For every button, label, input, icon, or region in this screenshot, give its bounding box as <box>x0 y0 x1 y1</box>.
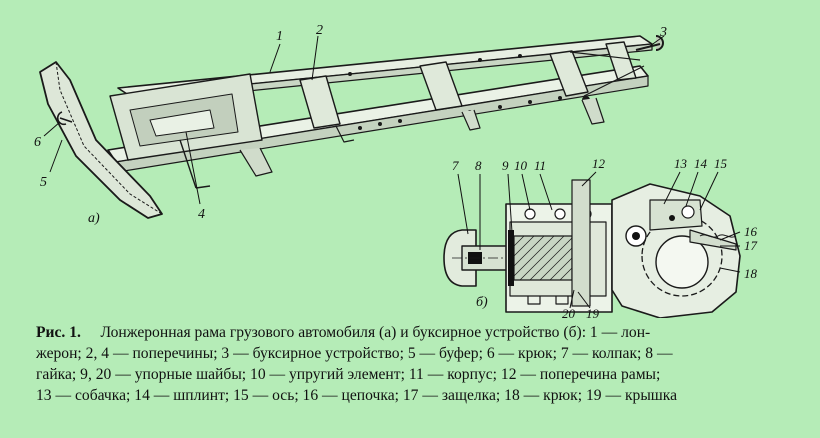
label-20: 20 <box>562 306 576 318</box>
label-8: 8 <box>475 158 482 173</box>
figure-caption: Рис. 1. Лонжеронная рама грузового автом… <box>36 322 788 406</box>
label-19: 19 <box>586 306 600 318</box>
towing-device-drawing <box>443 179 741 318</box>
label-6: 6 <box>34 135 41 150</box>
caption-line-3: гайка; 9, 20 — упорные шайбы; 10 — упруг… <box>36 366 661 383</box>
label-9: 9 <box>502 158 509 173</box>
technical-figure: 1 2 3 4 5 6 а) <box>34 23 758 318</box>
label-11: 11 <box>534 158 546 173</box>
label-2: 2 <box>316 23 323 38</box>
label-3: 3 <box>659 25 667 40</box>
caption-label: Рис. 1. <box>36 324 81 341</box>
label-14: 14 <box>694 156 708 171</box>
label-5: 5 <box>40 175 47 190</box>
label-1: 1 <box>276 29 283 44</box>
label-4: 4 <box>198 207 205 222</box>
label-15: 15 <box>714 156 728 171</box>
panel-label-a: а) <box>88 211 100 226</box>
caption-line-4: 13 — собачка; 14 — шплинт; 15 — ось; 16 … <box>36 387 678 404</box>
label-17: 17 <box>744 238 758 253</box>
caption-line-1-text: Лонжеронная рама грузового автомобиля (а… <box>100 324 651 341</box>
panel-label-b: б) <box>476 295 488 310</box>
caption-line-1: Рис. 1. Лонжеронная рама грузового автом… <box>36 322 788 343</box>
leader-lines-a <box>43 35 665 205</box>
label-10: 10 <box>514 158 528 173</box>
leader-lines-b <box>457 171 741 309</box>
label-7: 7 <box>452 158 459 173</box>
label-18: 18 <box>744 266 758 281</box>
label-16: 16 <box>744 224 758 239</box>
caption-line-2: жерон; 2, 4 — поперечины; 3 — буксирное … <box>36 345 673 362</box>
label-13: 13 <box>674 156 688 171</box>
ladder-frame-drawing <box>39 35 664 219</box>
label-12: 12 <box>592 156 606 171</box>
